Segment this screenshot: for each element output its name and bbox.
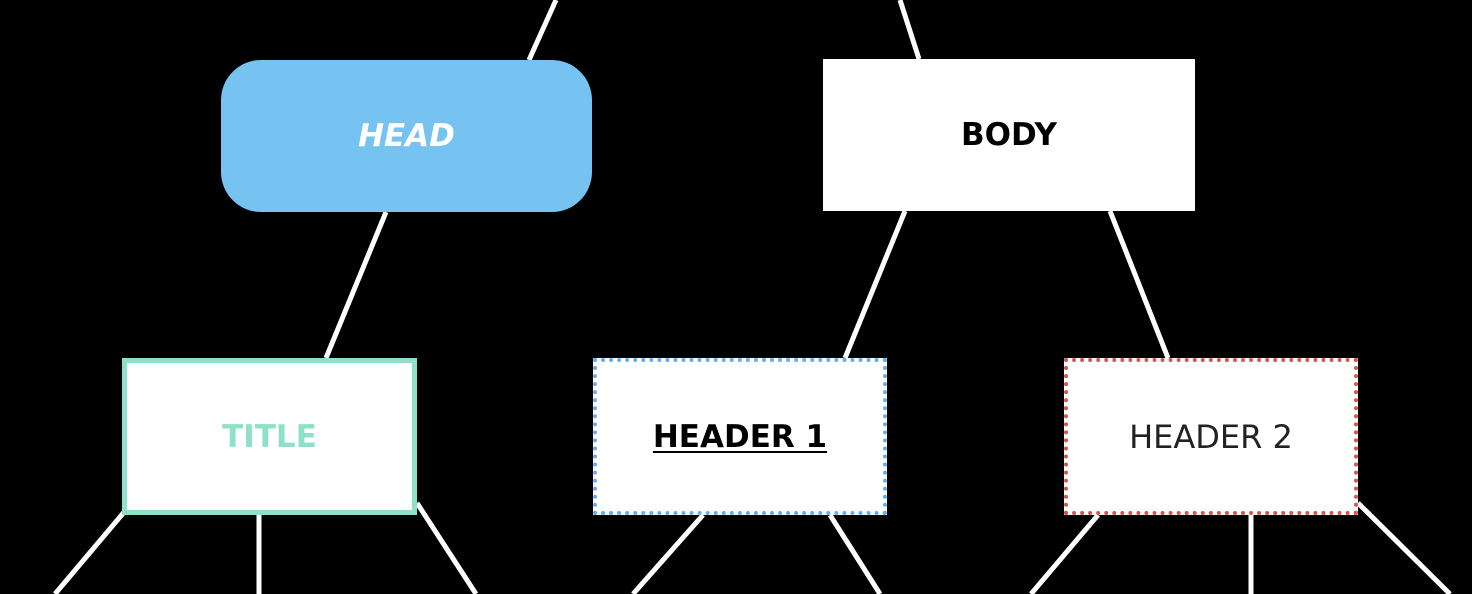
node-header-2-label: HEADER 2: [1129, 417, 1293, 456]
edge-header2-child-3: [1356, 501, 1452, 594]
node-header-1: HEADER 1: [593, 358, 887, 515]
edge-body-to-header2: [1107, 210, 1171, 359]
edge-header2-child-1: [1029, 513, 1100, 594]
node-header-2: HEADER 2: [1064, 358, 1358, 515]
edge-head-to-title: [323, 211, 389, 359]
edge-title-child-1: [53, 509, 127, 594]
edge-body-to-header1: [842, 210, 908, 359]
node-title-label: TITLE: [222, 418, 317, 455]
edge-title-child-3: [414, 501, 479, 594]
node-title: TITLE: [122, 358, 417, 515]
node-body: BODY: [823, 59, 1195, 211]
node-header-1-label: HEADER 1: [652, 418, 828, 455]
edge-header1-child-2: [827, 513, 883, 594]
node-body-label: BODY: [961, 117, 1057, 153]
edge-header1-child-1: [631, 513, 705, 594]
node-head: HEAD: [221, 60, 592, 212]
edge-root-to-head: [526, 0, 559, 62]
node-head-label: HEAD: [358, 118, 455, 154]
edge-root-to-body: [897, 0, 922, 60]
